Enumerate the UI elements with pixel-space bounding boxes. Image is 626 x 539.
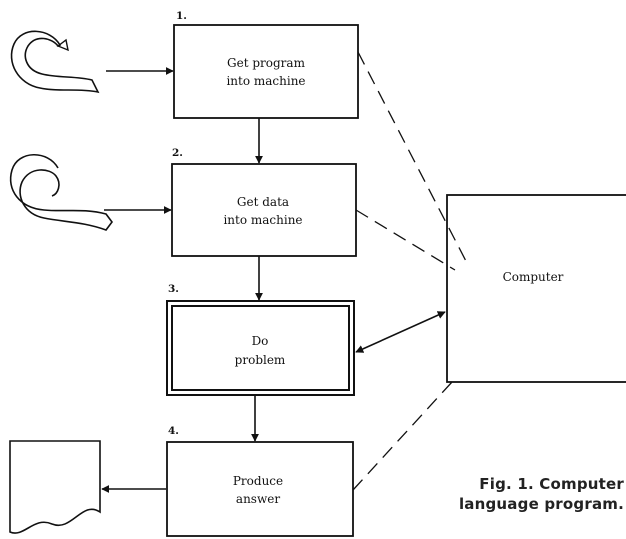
caption-line-1: Fig. 1. Computer	[479, 475, 624, 493]
step-2-number: 2.	[172, 147, 183, 159]
paper-tape-reel-icon	[10, 30, 100, 94]
step-4-label-line2: answer	[236, 492, 280, 506]
computer-box	[446, 194, 626, 383]
computer-label: Computer	[503, 270, 564, 284]
dashed-connector-4	[352, 381, 453, 491]
step-1-number: 1.	[176, 10, 187, 22]
dashed-connector-1	[357, 51, 469, 266]
step-2-label-line2: into machine	[223, 213, 302, 227]
paper-tape-reel-icon	[9, 154, 113, 231]
printed-page-icon	[9, 440, 101, 534]
step-1-label-line2: into machine	[226, 74, 305, 88]
step-3-label-line2: problem	[235, 353, 286, 367]
step-1-label-line1: Get program	[227, 56, 306, 70]
caption-line-2: language program.	[458, 495, 624, 513]
step-3-box-outer	[166, 300, 355, 396]
step-4-box	[166, 441, 354, 537]
figure-caption: Fig. 1. Computer language program.	[408, 474, 624, 514]
dashed-connector-2	[355, 209, 456, 271]
step-3-number: 3.	[168, 283, 179, 295]
step-1-box	[173, 24, 359, 119]
step-3-box-inner	[171, 305, 350, 391]
step-4-number: 4.	[168, 425, 179, 437]
step-2-box	[171, 163, 357, 257]
bidirectional-arrow	[355, 311, 446, 353]
step-4-label-line1: Produce	[233, 474, 283, 488]
step-3-label-line1: Do	[252, 334, 269, 348]
step-2-label-line1: Get data	[237, 195, 289, 209]
